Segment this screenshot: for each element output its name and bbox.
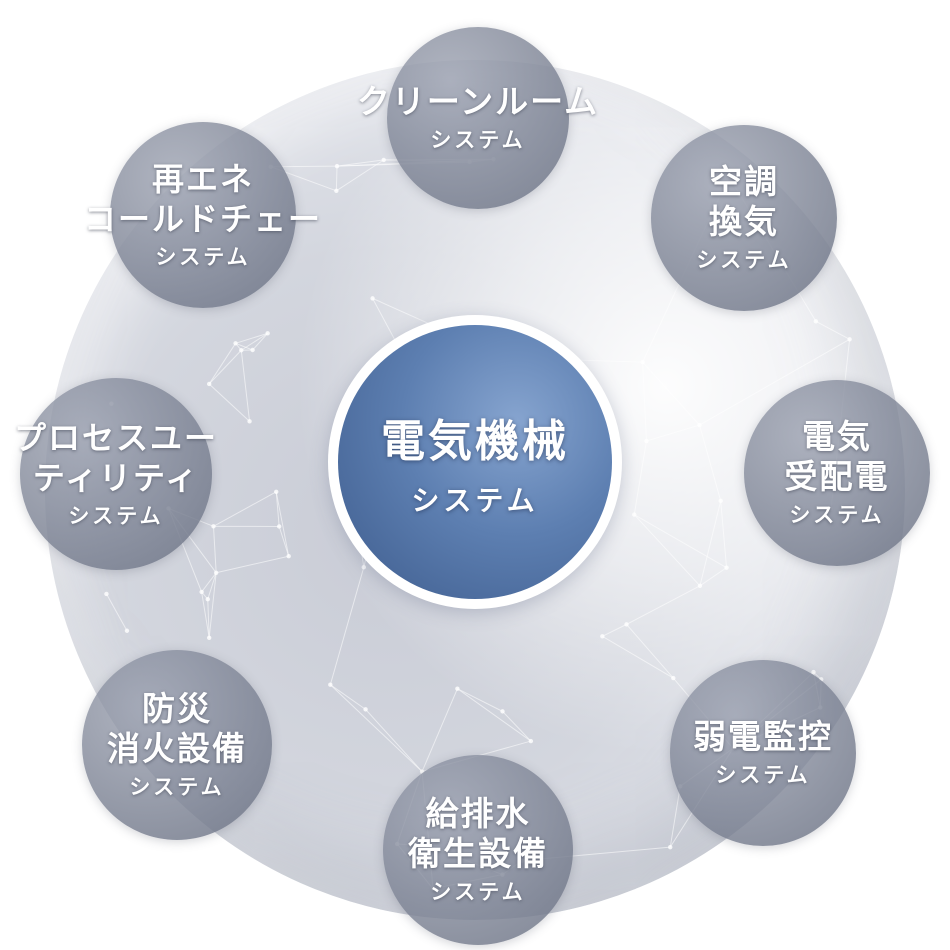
node-process-utility[interactable]: プロセスユー ティリティ システム — [14, 378, 216, 570]
node-subtitle: システム — [430, 128, 526, 152]
node-title: クリーンルーム — [356, 82, 600, 121]
node-title: 電気 受配電 — [784, 417, 890, 496]
node-subtitle: システム — [715, 763, 811, 787]
center-node-inner: 電気機械 システム — [338, 325, 612, 599]
node-subtitle: システム — [430, 880, 526, 904]
node-plumbing[interactable]: 給排水 衛生設備 システム — [383, 755, 573, 945]
node-title: プロセスユー ティリティ — [14, 419, 219, 497]
node-subtitle: システム — [696, 248, 792, 272]
node-title: 空調 換気 — [709, 162, 779, 241]
node-clean-room[interactable]: クリーンルーム システム — [357, 27, 597, 209]
node-subtitle: システム — [789, 503, 885, 527]
node-subtitle: システム — [155, 245, 251, 269]
node-title: 防災 消火設備 — [107, 689, 247, 768]
node-title: 給排水 衛生設備 — [408, 794, 548, 873]
node-fire[interactable]: 防災 消火設備 システム — [82, 650, 272, 840]
node-title: 弱電監控 — [693, 717, 833, 756]
node-subtitle: システム — [129, 775, 225, 799]
node-subtitle: システム — [68, 504, 164, 528]
node-renewable-cold-chain[interactable]: 再エネ コールドチェー システム — [84, 122, 320, 308]
node-title: 再エネ コールドチェー — [84, 160, 323, 238]
center-subtitle: システム — [411, 484, 539, 517]
node-power[interactable]: 電気 受配電 システム — [744, 380, 930, 566]
center-title: 電気機械 — [381, 416, 569, 467]
node-hvac[interactable]: 空調 換気 システム — [651, 125, 837, 311]
node-weak-current[interactable]: 弱電監控 システム — [670, 660, 856, 846]
center-node[interactable]: 電気機械 システム — [328, 315, 622, 609]
